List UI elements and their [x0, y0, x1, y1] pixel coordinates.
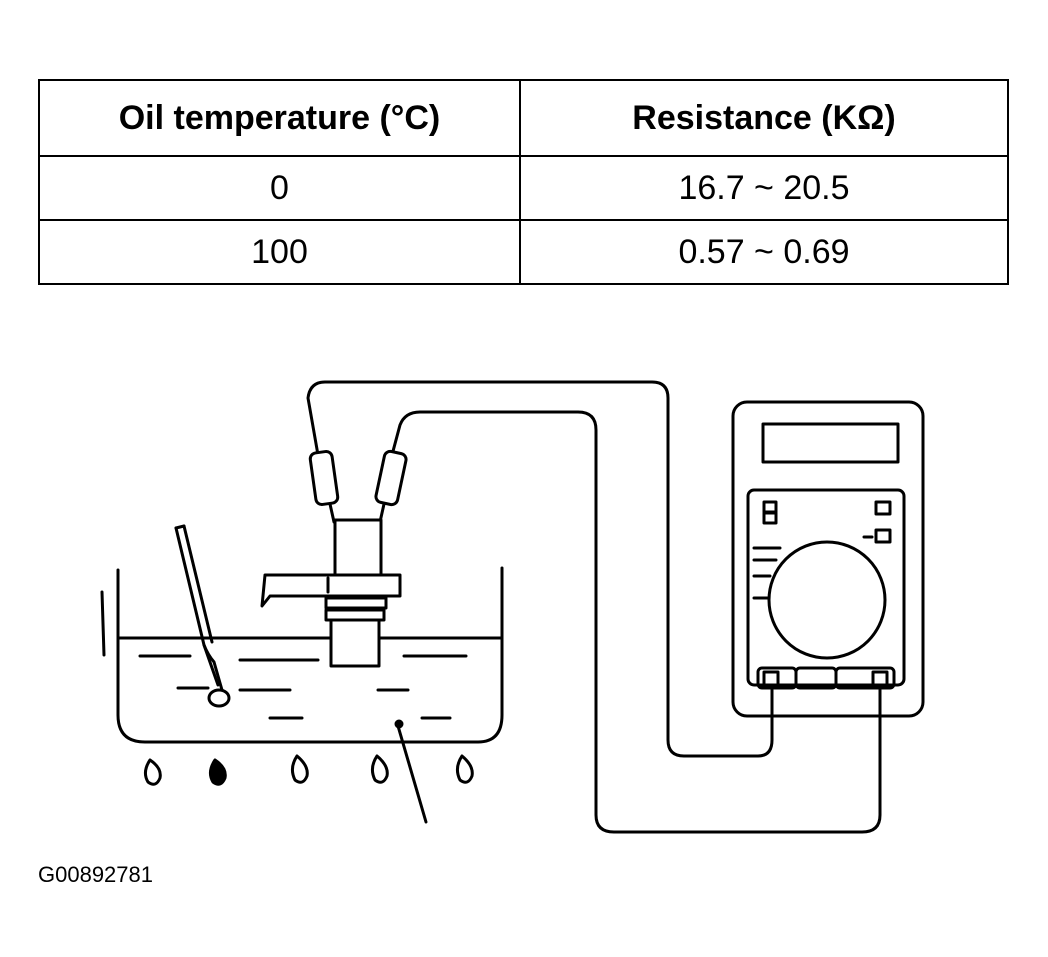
cell-temp: 0 — [38, 155, 521, 221]
wire-left-lead — [306, 380, 774, 758]
connector-right — [374, 449, 408, 524]
multimeter — [731, 400, 925, 718]
flame-icon — [143, 754, 474, 786]
figure-id: G00892781 — [38, 862, 153, 887]
table-row: 0 16.7 ~ 20.5 — [38, 155, 1009, 221]
connector-left — [308, 449, 340, 524]
spec-table: Oil temperature (°C) Resistance (KΩ) 0 1… — [38, 79, 1009, 285]
cell-temp: 100 — [38, 219, 521, 285]
test-setup-diagram — [100, 380, 925, 834]
header-oil-temperature: Oil temperature (°C) — [38, 79, 521, 157]
oil-temperature-sensor — [260, 518, 402, 668]
table-row: 100 0.57 ~ 0.69 — [38, 219, 1009, 285]
cell-resistance: 16.7 ~ 20.5 — [519, 155, 1009, 221]
cell-resistance: 0.57 ~ 0.69 — [519, 219, 1009, 285]
table-header-row: Oil temperature (°C) Resistance (KΩ) — [38, 79, 1009, 157]
oil-container — [100, 566, 504, 824]
wire-right-lead — [390, 410, 882, 834]
header-resistance: Resistance (KΩ) — [519, 79, 1009, 157]
thermometer — [174, 524, 231, 708]
